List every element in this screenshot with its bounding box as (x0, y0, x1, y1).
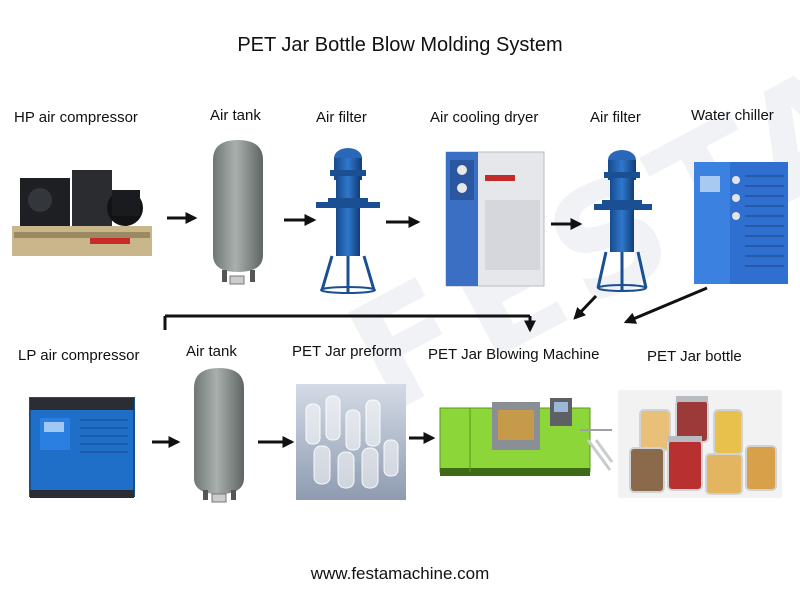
air-tank-icon (213, 140, 263, 285)
label-pet-jar-preform: PET Jar preform (292, 343, 402, 360)
label-water-chiller: Water chiller (691, 107, 774, 124)
label-air-cooling-dryer: Air cooling dryer (430, 109, 539, 126)
label-air-tank-2: Air tank (186, 343, 237, 360)
flow-arrows-row2 (152, 432, 436, 448)
air-tank-icon (194, 368, 244, 503)
website-url: www.festamachine.com (310, 564, 490, 583)
label-air-filter-2: Air filter (590, 109, 641, 126)
pet-jar-bottle-icon (618, 390, 782, 498)
flow-arrows-row1 (167, 212, 708, 324)
diagram-title: PET Jar Bottle Blow Molding System (237, 34, 563, 56)
label-air-filter-1: Air filter (316, 109, 367, 126)
blowing-machine-icon (439, 398, 614, 476)
air-filter-icon (316, 148, 380, 294)
air-cooling-dryer-icon (445, 151, 545, 287)
label-air-tank-1: Air tank (210, 107, 261, 124)
label-lp-air-compressor: LP air compressor (18, 347, 140, 364)
label-hp-air-compressor: HP air compressor (14, 109, 138, 126)
label-pet-jar-bottle: PET Jar bottle (647, 348, 742, 365)
hp-air-compressor-icon (12, 170, 152, 256)
water-chiller-icon (694, 162, 788, 284)
connector-line (163, 314, 536, 333)
air-filter-icon (594, 150, 652, 292)
label-pet-jar-blowing-machine: PET Jar Blowing Machine (428, 346, 600, 363)
pet-jar-preform-icon (296, 384, 406, 500)
lp-air-compressor-icon (29, 397, 135, 498)
